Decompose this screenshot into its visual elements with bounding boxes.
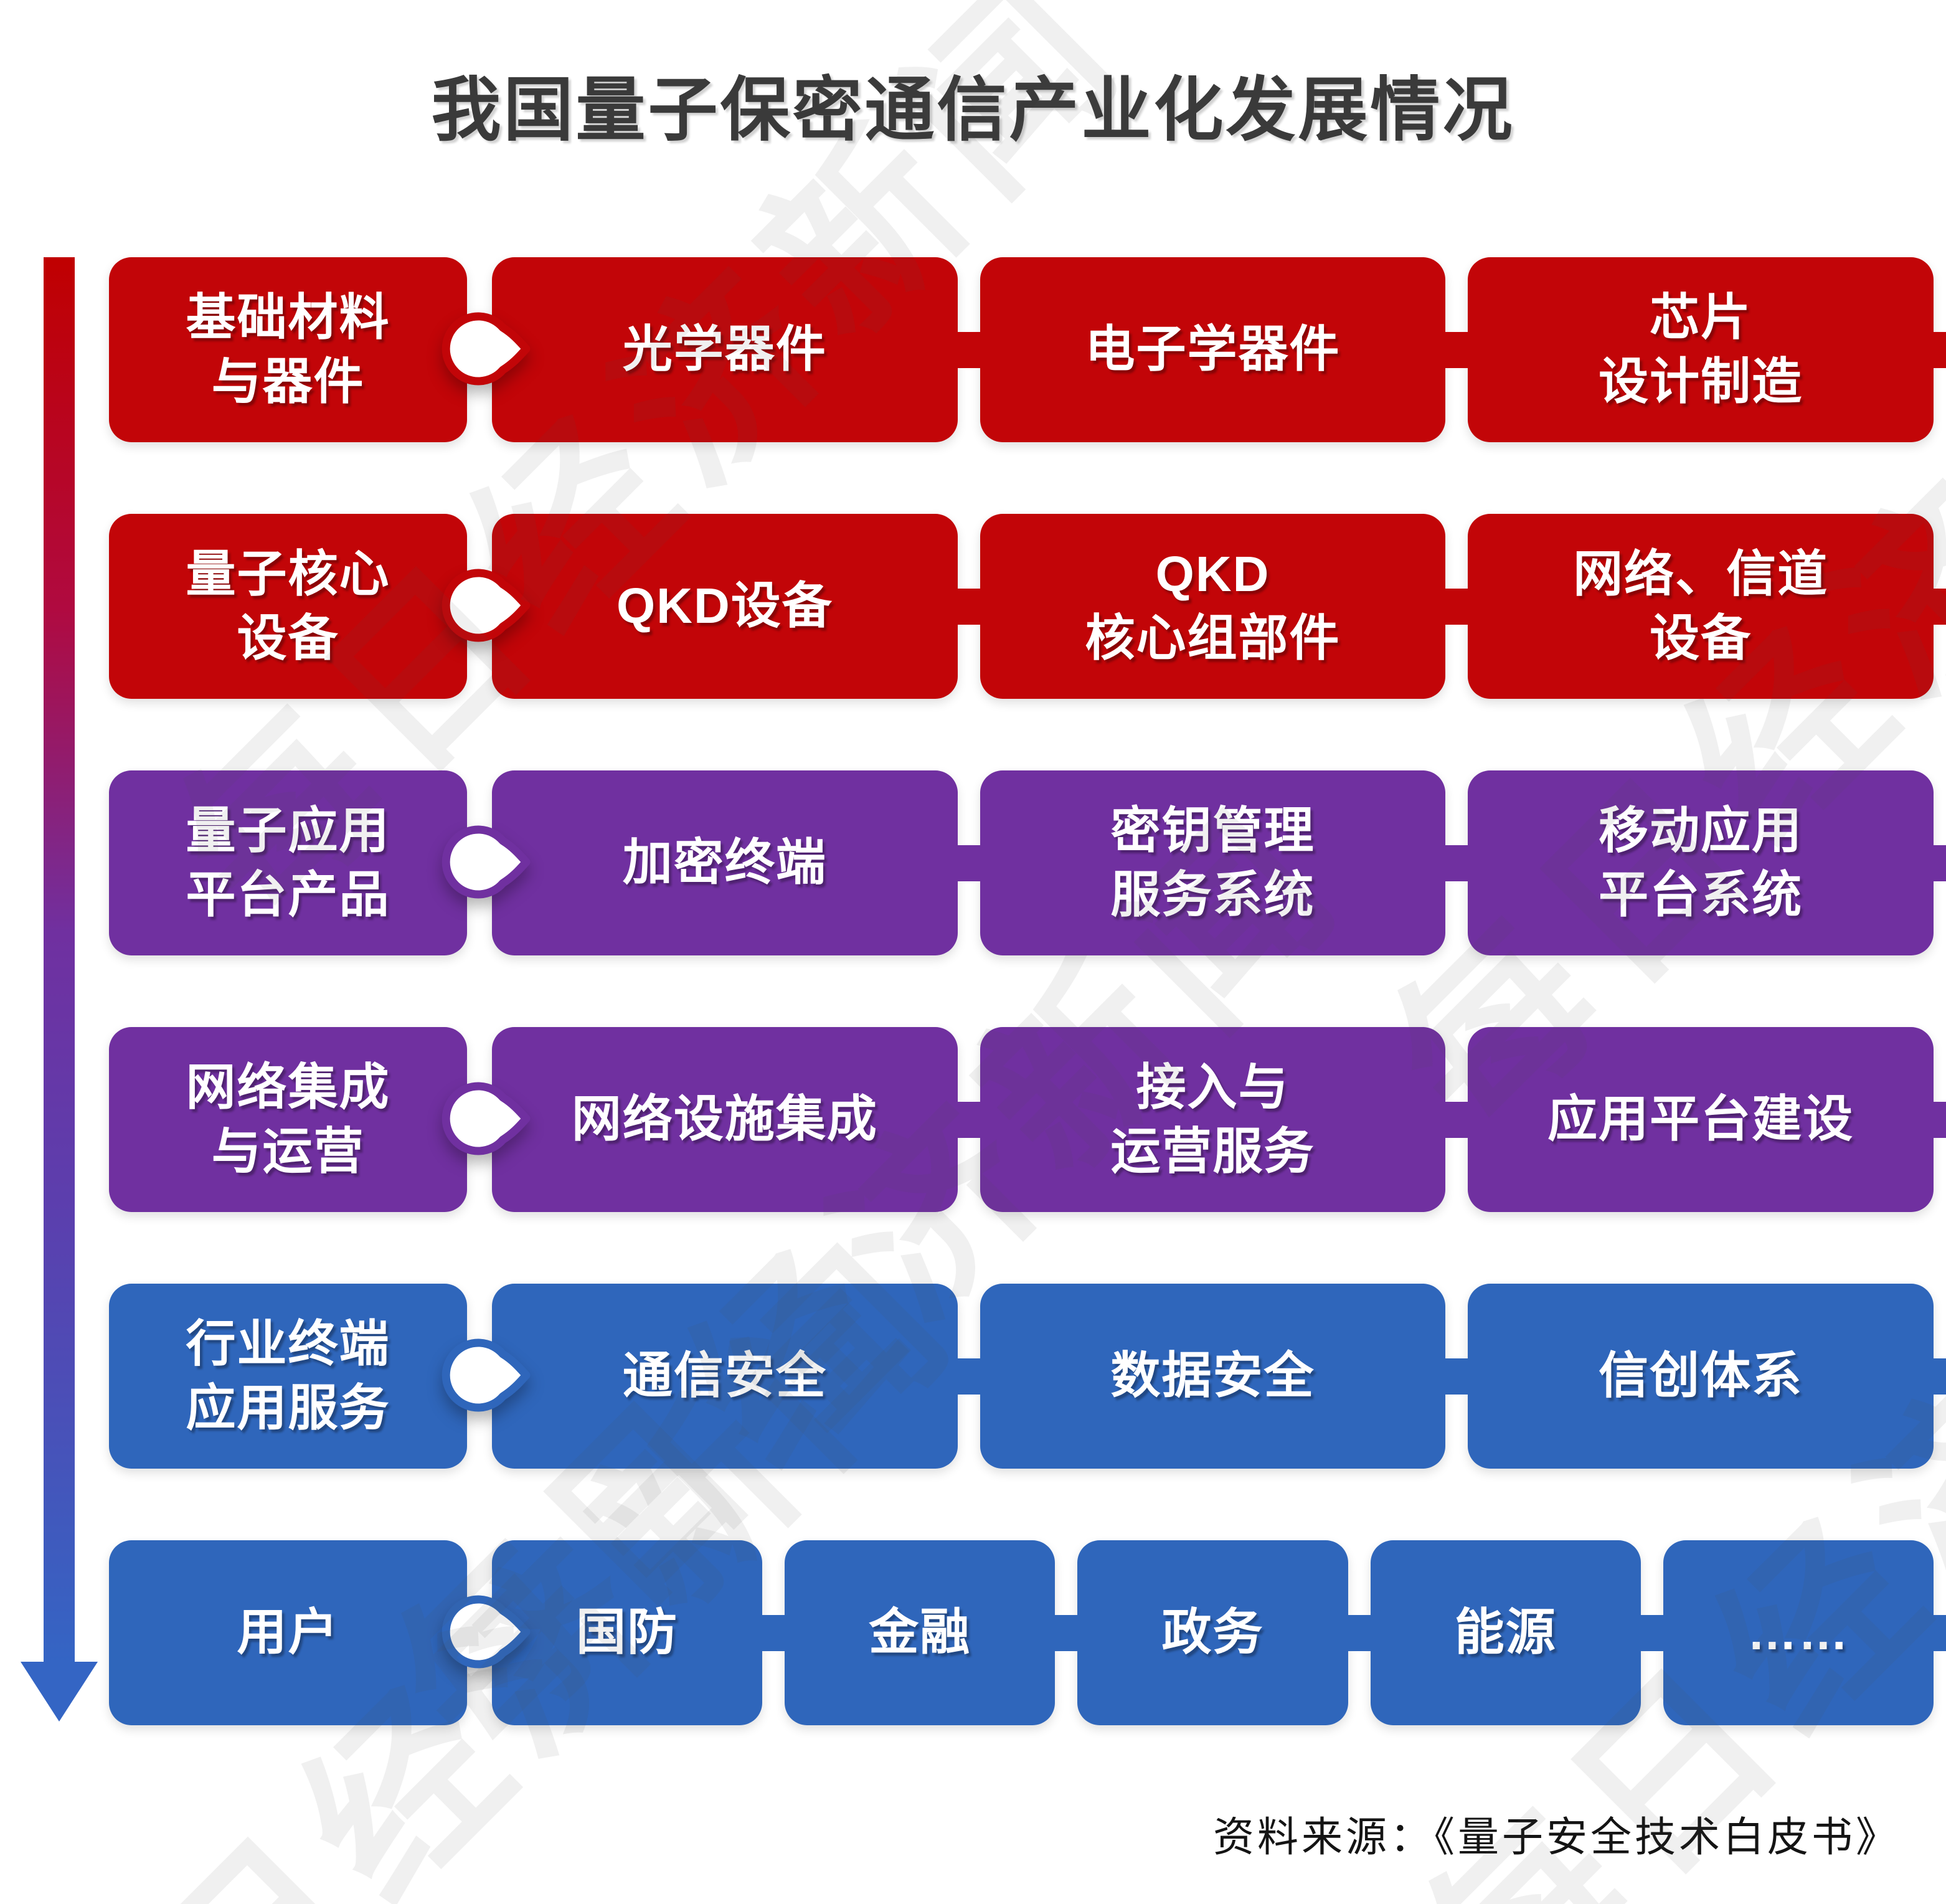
item-line: 移动应用 <box>1599 803 1803 859</box>
item-line: 设计制造 <box>1599 353 1803 409</box>
row-items: 加密终端密钥管理服务系统移动应用平台系统 <box>492 770 1934 955</box>
item-box: 应用平台建设 <box>1468 1027 1934 1212</box>
row-label-line: 网络集成 <box>186 1059 390 1115</box>
page-title: 我国量子保密通信产业化发展情况 <box>431 71 1515 149</box>
bubble-pointer-icon <box>442 1595 531 1669</box>
item-line: 能源 <box>1454 1604 1557 1660</box>
row-label-box: 量子应用平台产品 <box>109 770 467 955</box>
chain-rows: 基础材料与器件 光学器件 电子学器件 芯片设计制造量子核心设备 QKD设备 QKD 核心组部… <box>109 257 1934 1797</box>
item-box: 光学器件 <box>492 257 958 442</box>
chain-row-2: 量子核心设备 QKD设备 QKD 核心组部件 网络、信道设备 <box>109 514 1934 699</box>
chain-row-3: 量子应用平台产品加密终端密钥管理服务系统移动应用平台系统 <box>109 770 1934 955</box>
item-box: 网络、信道设备 <box>1468 514 1934 699</box>
item-line: 接入与 <box>1136 1059 1290 1115</box>
chain-row-6: 用户 国防 金融 政务 能源 …… <box>109 1540 1934 1725</box>
item-line: 信创体系 <box>1599 1348 1803 1404</box>
item-line: 通信安全 <box>622 1348 827 1404</box>
row-items: QKD设备 QKD 核心组部件 网络、信道设备 <box>492 514 1934 699</box>
item-box: 信创体系 <box>1468 1284 1934 1469</box>
row-items: 光学器件 电子学器件 芯片设计制造 <box>492 257 1934 442</box>
item-line: 国防 <box>576 1604 679 1660</box>
item-line: 运营服务 <box>1110 1123 1315 1179</box>
row-label-box: 量子核心设备 <box>109 514 467 699</box>
row-label-line: 与运营 <box>211 1123 365 1179</box>
chain-row-5: 行业终端应用服务 通信安全 数据安全 信创体系 <box>109 1284 1934 1469</box>
item-box: QKD 核心组部件 <box>980 514 1446 699</box>
item-line: 电子学器件 <box>1085 321 1341 377</box>
item-line: 政务 <box>1161 1604 1264 1660</box>
item-line: 应用平台建设 <box>1547 1091 1854 1147</box>
item-line: 密钥管理 <box>1110 803 1315 859</box>
chain-row-4: 网络集成与运营 网络设施集成 接入与运营服务 应用平台建设 <box>109 1027 1934 1212</box>
item-line: 网络设施集成 <box>571 1091 878 1147</box>
bubble-pointer-icon <box>442 1082 531 1155</box>
item-line: 设备 <box>1650 610 1752 666</box>
item-box: 国防 <box>492 1540 763 1725</box>
item-box: 加密终端 <box>492 770 958 955</box>
item-line: QKD设备 <box>616 578 833 634</box>
bubble-pointer-icon <box>442 825 531 899</box>
row-items: 国防 金融 政务 能源 …… <box>492 1540 1934 1725</box>
row-label-box: 网络集成与运营 <box>109 1027 467 1212</box>
item-line: 数据安全 <box>1110 1348 1315 1404</box>
item-box: 数据安全 <box>980 1284 1446 1469</box>
row-label-line: 基础材料 <box>186 290 390 346</box>
item-box: QKD设备 <box>492 514 958 699</box>
bubble-pointer-icon <box>442 312 531 386</box>
row-items: 通信安全 数据安全 信创体系 <box>492 1284 1934 1469</box>
item-box: 接入与运营服务 <box>980 1027 1446 1212</box>
row-label-line: 量子核心 <box>186 546 390 602</box>
row-label-line: 行业终端 <box>186 1316 390 1372</box>
item-line: QKD <box>1155 546 1270 602</box>
item-line: 金融 <box>869 1604 971 1660</box>
row-label-line: 应用服务 <box>186 1380 390 1436</box>
item-line: 服务系统 <box>1110 866 1315 922</box>
item-box: 移动应用平台系统 <box>1468 770 1934 955</box>
item-box: 能源 <box>1370 1540 1641 1725</box>
item-line: 核心组部件 <box>1085 610 1341 666</box>
item-line: 加密终端 <box>622 835 827 891</box>
bubble-pointer-icon <box>442 569 531 642</box>
item-box: …… <box>1663 1540 1934 1725</box>
source-note: 资料来源：《量子安全技术白皮书》 <box>1213 1814 1900 1860</box>
flow-arrow-head-icon <box>21 1662 98 1722</box>
item-box: 政务 <box>1077 1540 1348 1725</box>
row-label-line: 平台产品 <box>186 866 390 922</box>
item-box: 网络设施集成 <box>492 1027 958 1212</box>
item-box: 通信安全 <box>492 1284 958 1469</box>
chain-row-1: 基础材料与器件 光学器件 电子学器件 芯片设计制造 <box>109 257 1934 442</box>
row-label-line: 量子应用 <box>186 803 390 859</box>
item-box: 电子学器件 <box>980 257 1446 442</box>
row-label-box: 基础材料与器件 <box>109 257 467 442</box>
item-box: 芯片设计制造 <box>1468 257 1934 442</box>
flow-arrow-shaft <box>44 257 75 1664</box>
row-label-box: 用户 <box>109 1540 467 1725</box>
item-line: 光学器件 <box>622 321 827 377</box>
row-items: 网络设施集成 接入与运营服务 应用平台建设 <box>492 1027 1934 1212</box>
item-box: 密钥管理服务系统 <box>980 770 1446 955</box>
item-line: 网络、信道 <box>1573 546 1829 602</box>
bubble-pointer-icon <box>442 1338 531 1412</box>
row-label-line: 用户 <box>237 1604 339 1660</box>
row-label-box: 行业终端应用服务 <box>109 1284 467 1469</box>
item-line: 平台系统 <box>1599 866 1803 922</box>
item-box: 金融 <box>785 1540 1056 1725</box>
row-label-line: 与器件 <box>211 353 365 409</box>
item-line: …… <box>1747 1604 1849 1660</box>
item-line: 芯片 <box>1650 290 1752 346</box>
row-label-line: 设备 <box>237 610 339 666</box>
